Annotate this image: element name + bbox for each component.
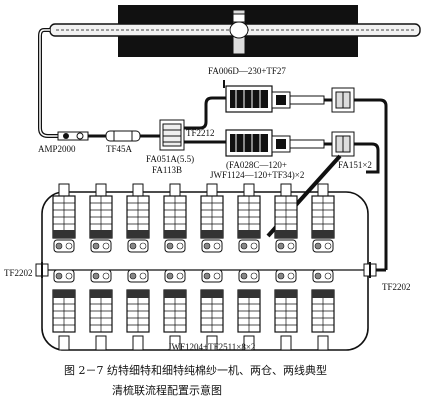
label-fa028-a: (FA028C—120+ [226,160,287,170]
caption-line-2: 清梳联流程配置示意图 [112,383,222,397]
amp-unit [57,131,89,141]
label-opener: FA006D—230+TF27 [208,66,286,76]
card-machine [274,269,298,351]
mixer-upper [223,80,325,113]
card-machine [126,269,150,351]
duct-top-left-inner [39,29,58,137]
card-machine [274,183,298,253]
label-tf2202-right: TF2202 [382,282,411,292]
card-machine [89,269,113,351]
card-machine [237,269,261,351]
caption-line-1: 图 2－7 纺特细特和细特纯棉纱一机、两仓、两线典型 [64,363,327,377]
card-machine [311,269,335,351]
tf45-unit [105,130,141,142]
card-row-top [52,183,335,253]
card-machine [126,183,150,253]
opener-unit [49,5,421,57]
card-machine [52,183,76,253]
duct-right [354,98,388,270]
label-cards: JWF1204+TF2511×8×2 [168,342,255,352]
label-tf2212: TF2212 [186,128,215,138]
label-tf45: TF45A [106,144,133,154]
duct-top-left [38,28,58,138]
card-machine [200,183,224,253]
fa051-unit [159,119,185,151]
fa151-upper [331,87,355,113]
card-machine [237,183,261,253]
label-amp: AMP2000 [38,144,76,154]
duct-right-inner [354,142,380,174]
card-machine [163,183,187,253]
label-fa028-b: JWF1124—120+TF34)×2 [210,170,304,180]
card-machine [163,269,187,351]
tf2202-right-junction [363,262,377,278]
duct-to-upper-mixer [184,96,226,130]
fa151-lower [331,131,355,157]
tf2202-left-junction [35,262,49,278]
label-fa051: FA051A(5.5) [146,154,194,164]
label-tf2202-left: TF2202 [4,268,33,278]
label-fa113: FA113B [152,165,182,175]
card-machine [52,269,76,351]
card-row-bottom [52,269,335,351]
mixer-lower [225,129,325,157]
label-fa151: FA151×2 [338,160,372,170]
card-machine [311,183,335,253]
card-machine [89,183,113,253]
card-machine [200,269,224,351]
